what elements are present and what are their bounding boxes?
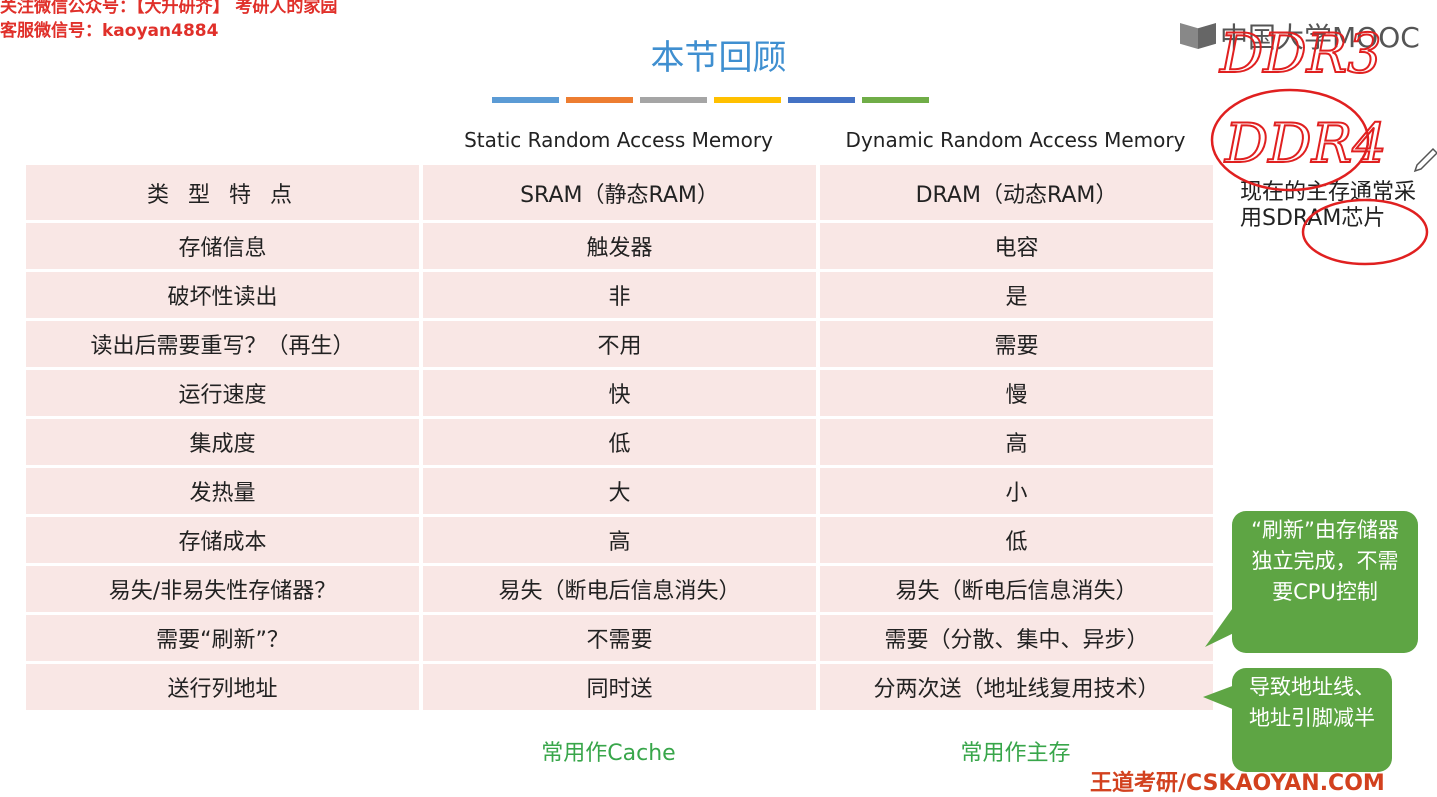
footer-brand: 王道考研/CSKAOYAN.COM <box>1090 771 1385 796</box>
sram-full-name: Static Random Access Memory <box>464 128 773 152</box>
table-cell: 慢 <box>820 370 1213 416</box>
table-row: 易失/非易失性存储器？易失（断电后信息消失）易失（断电后信息消失） <box>26 566 1213 612</box>
sdram-circle-mark <box>1301 198 1429 266</box>
table-cell: 发热量 <box>26 468 419 514</box>
accent-bar <box>714 97 781 103</box>
header-cell: 类 型 特 点 <box>26 165 419 220</box>
table-row: 集成度低高 <box>26 419 1213 465</box>
table-row: 送行列地址同时送分两次送（地址线复用技术） <box>26 664 1213 710</box>
header-cell: SRAM（静态RAM） <box>423 165 816 220</box>
table-cell: 同时送 <box>423 664 816 710</box>
table-cell: 快 <box>423 370 816 416</box>
callout-tails <box>1203 605 1240 710</box>
table-cell: 电容 <box>820 223 1213 269</box>
table-cell: 运行速度 <box>26 370 419 416</box>
sram-usage: 常用作Cache <box>541 741 676 766</box>
table-row: 破坏性读出非是 <box>26 272 1213 318</box>
refresh-callout: “刷新”由存储器独立完成，不需要CPU控制 <box>1232 511 1418 653</box>
dram-usage: 常用作主存 <box>960 741 1071 766</box>
table-cell: 高 <box>820 419 1213 465</box>
table-row: 需要“刷新”？不需要需要（分散、集中、异步） <box>26 615 1213 661</box>
accent-bar <box>788 97 855 103</box>
dram-full-name: Dynamic Random Access Memory <box>845 128 1186 152</box>
table-cell: 易失（断电后信息消失） <box>820 566 1213 612</box>
color-bars <box>492 97 929 103</box>
accent-bar <box>492 97 559 103</box>
circle-mark <box>1210 88 1370 192</box>
handwriting-ddr3: DDR3 <box>1219 22 1382 85</box>
table-cell: 触发器 <box>423 223 816 269</box>
table-cell: 低 <box>820 517 1213 563</box>
table-row: 存储信息触发器电容 <box>26 223 1213 269</box>
table-cell: 不需要 <box>423 615 816 661</box>
accent-bar <box>862 97 929 103</box>
table-cell: 需要（分散、集中、异步） <box>820 615 1213 661</box>
table-row: 存储成本高低 <box>26 517 1213 563</box>
address-callout: 导致地址线、地址引脚减半 <box>1232 668 1392 772</box>
handwriting-ddr4: DDR4 <box>1224 112 1387 175</box>
comparison-table: 类 型 特 点 SRAM（静态RAM） DRAM（动态RAM） 存储信息触发器电… <box>22 162 1217 713</box>
table-cell: 分两次送（地址线复用技术） <box>820 664 1213 710</box>
table-cell: 破坏性读出 <box>26 272 419 318</box>
table-cell: 送行列地址 <box>26 664 419 710</box>
table-cell: 集成度 <box>26 419 419 465</box>
mooc-logo: 中国大学MOOC <box>1180 16 1420 56</box>
table-cell: 低 <box>423 419 816 465</box>
table-cell: 不用 <box>423 321 816 367</box>
watermark-line1: 关注微信公众号：【大升研芥】 考研人的家园 <box>0 0 338 17</box>
table-cell: 大 <box>423 468 816 514</box>
table-row: 运行速度快慢 <box>26 370 1213 416</box>
table-cell: 高 <box>423 517 816 563</box>
header-cell: DRAM（动态RAM） <box>820 165 1213 220</box>
table-cell: 存储成本 <box>26 517 419 563</box>
table-cell: 存储信息 <box>26 223 419 269</box>
table-cell: 易失/非易失性存储器？ <box>26 566 419 612</box>
table-cell: 需要 <box>820 321 1213 367</box>
table-row: 发热量大小 <box>26 468 1213 514</box>
table-cell: 易失（断电后信息消失） <box>423 566 816 612</box>
handwriting-annotations: DDR3 DDR4 <box>1210 21 1437 266</box>
table-cell: 非 <box>423 272 816 318</box>
table-cell: 读出后需要重写？（再生） <box>26 321 419 367</box>
table-cell: 是 <box>820 272 1213 318</box>
watermark-line2: 客服微信号：kaoyan4884 <box>0 21 219 41</box>
table-row: 读出后需要重写？（再生）不用需要 <box>26 321 1213 367</box>
table-cell: 需要“刷新”？ <box>26 615 419 661</box>
pencil-icon[interactable] <box>1413 147 1437 173</box>
table-header-row: 类 型 特 点 SRAM（静态RAM） DRAM（动态RAM） <box>26 165 1213 220</box>
accent-bar <box>640 97 707 103</box>
slide-title: 本节回顾 <box>650 38 787 78</box>
accent-bar <box>566 97 633 103</box>
table-cell: 小 <box>820 468 1213 514</box>
